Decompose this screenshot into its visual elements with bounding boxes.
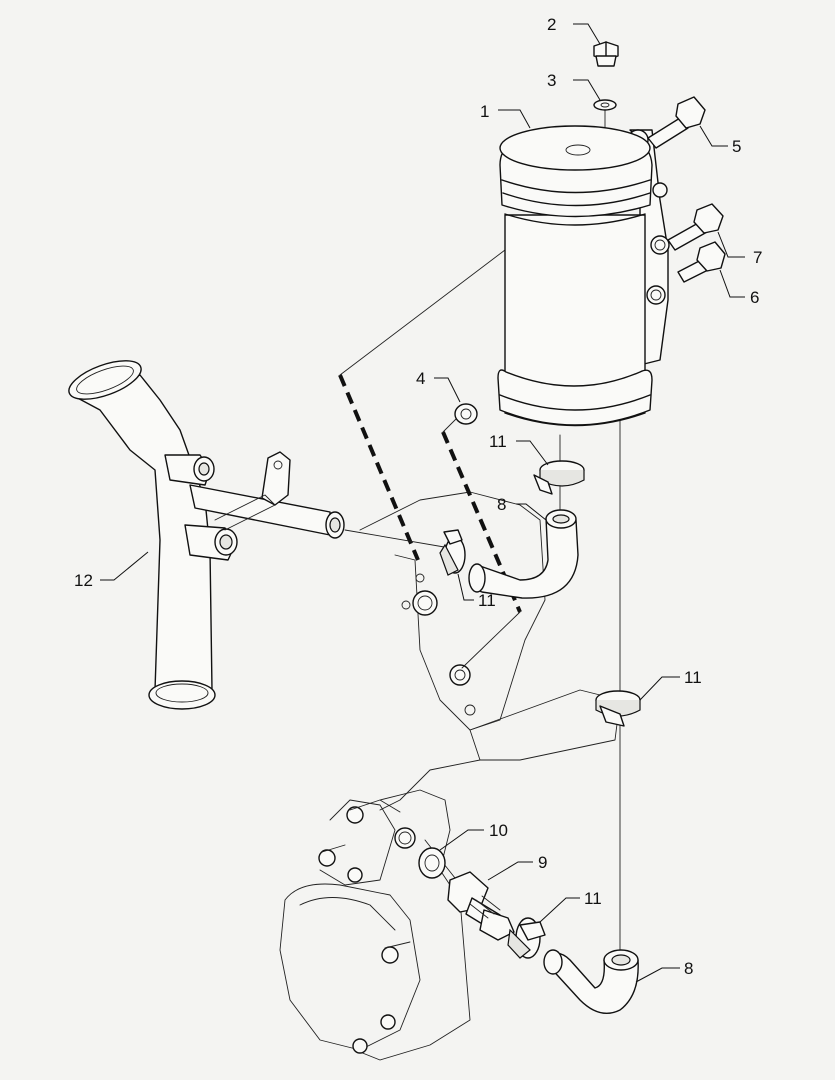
- callout-11-top: 11: [489, 432, 507, 451]
- callout-10: 10: [489, 821, 508, 840]
- pipe-12: [68, 360, 345, 710]
- hose-8-lower: [543, 949, 639, 1014]
- engine-block-outline: [279, 491, 621, 1061]
- callout-7: 7: [753, 248, 762, 267]
- callout-9: 9: [538, 853, 547, 872]
- washer-10: [418, 847, 446, 879]
- filter-canister: [497, 125, 670, 427]
- hose-clamp-mid-left: [439, 529, 466, 576]
- callout-5: 5: [732, 137, 741, 156]
- bolt-7: [667, 203, 724, 251]
- o-ring-4: [454, 403, 478, 425]
- callout-8-upper: 8: [497, 495, 506, 514]
- hose-clamp-bottom: [507, 917, 546, 959]
- top-bolt: [593, 41, 619, 67]
- callout-11-mid-left: 11: [478, 591, 496, 610]
- bolt-5: [647, 96, 706, 149]
- leader-lines: [100, 23, 745, 983]
- callout-8-lower: 8: [684, 959, 693, 978]
- callout-3: 3: [547, 71, 556, 90]
- fitting-9: [447, 871, 515, 941]
- callout-2: 2: [547, 15, 556, 34]
- hose-clamp-top: [533, 460, 585, 495]
- top-washer: [593, 99, 617, 111]
- assembly-lines: [339, 99, 621, 951]
- callout-6: 6: [750, 288, 759, 307]
- callout-1: 1: [480, 102, 489, 121]
- hose-clamp-right: [595, 690, 641, 727]
- callout-12: 12: [74, 571, 93, 590]
- callout-11-bottom: 11: [584, 889, 602, 908]
- callout-11-right: 11: [684, 668, 702, 687]
- callout-labels: 1 2 3 5 7 6 4 11 8 11 11 12 10 9 11 8: [74, 15, 762, 978]
- bolt-6: [677, 241, 726, 283]
- hose-8-upper: [468, 509, 579, 599]
- callout-4: 4: [416, 369, 425, 388]
